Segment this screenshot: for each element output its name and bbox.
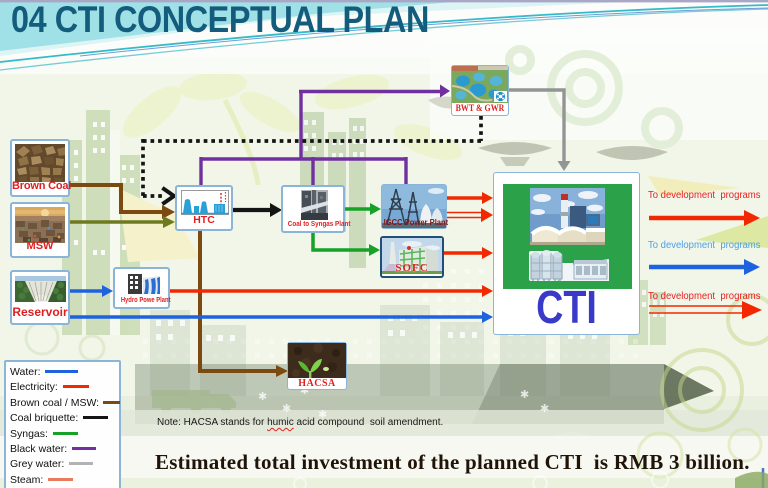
svg-text:✱: ✱ bbox=[258, 391, 267, 403]
svg-text:✱: ✱ bbox=[318, 409, 327, 421]
svg-text:✱: ✱ bbox=[282, 403, 291, 415]
svg-text:✱: ✱ bbox=[300, 385, 309, 397]
svg-text:✱: ✱ bbox=[520, 389, 529, 401]
svg-text:✱: ✱ bbox=[540, 403, 549, 415]
